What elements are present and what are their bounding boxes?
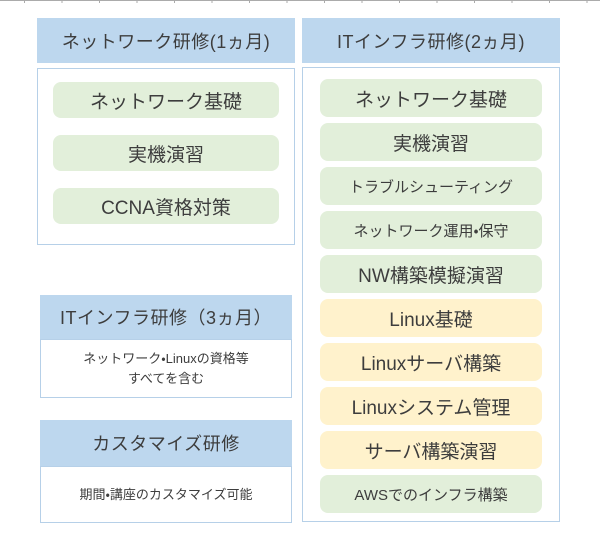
- description-line: すべてを含む: [127, 370, 205, 386]
- panel-infra-3mo-title: ITインフラ研修（3ヵ月）: [60, 308, 272, 328]
- course-item: 実機演習: [53, 135, 279, 171]
- panel-custom-course-title: カスタマイズ研修: [92, 434, 240, 454]
- panel-infra-2mo-body: ネットワーク基礎 実機演習 トラブルシューティング ネットワーク運用・保守 NW…: [302, 67, 560, 522]
- description-line: ネットワーク・Linuxの資格等: [83, 350, 249, 366]
- course-item: CCNA資格対策: [53, 188, 279, 224]
- panel-network-course-header: ネットワーク研修(1ヵ月): [37, 18, 295, 63]
- description-line: 期間・講座のカスタマイズ可能: [79, 486, 253, 502]
- course-item: Linuxサーバ構築: [320, 343, 542, 381]
- gridline-artifact: [0, 0, 600, 1]
- course-item: ネットワーク基礎: [320, 79, 542, 117]
- panel-infra-3mo-body: ネットワーク・Linuxの資格等 すべてを含む: [40, 339, 292, 398]
- panel-infra-2mo-title: ITインフラ研修(2ヵ月): [337, 31, 525, 52]
- panel-custom-course-description: 期間・講座のカスタマイズ可能: [41, 467, 291, 522]
- panel-network-course-title: ネットワーク研修(1ヵ月): [61, 31, 271, 52]
- panel-custom-course-header: カスタマイズ研修: [40, 420, 292, 466]
- course-item: AWSでのインフラ構築: [320, 475, 542, 513]
- panel-infra-3mo-header: ITインフラ研修（3ヵ月）: [40, 295, 292, 339]
- course-item: サーバ構築演習: [320, 431, 542, 469]
- course-item: 実機演習: [320, 123, 542, 161]
- panel-infra-2mo-header: ITインフラ研修(2ヵ月): [302, 18, 560, 63]
- course-item: ネットワーク基礎: [53, 82, 279, 118]
- course-item: Linuxシステム管理: [320, 387, 542, 425]
- course-item: NW構築模擬演習: [320, 255, 542, 293]
- gridline-ticks: [0, 1, 600, 3]
- panel-custom-course-body: 期間・講座のカスタマイズ可能: [40, 466, 292, 523]
- course-item: ネットワーク運用・保守: [320, 211, 542, 249]
- course-item: Linux基礎: [320, 299, 542, 337]
- course-item: トラブルシューティング: [320, 167, 542, 205]
- panel-network-course-body: ネットワーク基礎 実機演習 CCNA資格対策: [37, 68, 295, 245]
- panel-infra-3mo-description: ネットワーク・Linuxの資格等 すべてを含む: [41, 340, 291, 397]
